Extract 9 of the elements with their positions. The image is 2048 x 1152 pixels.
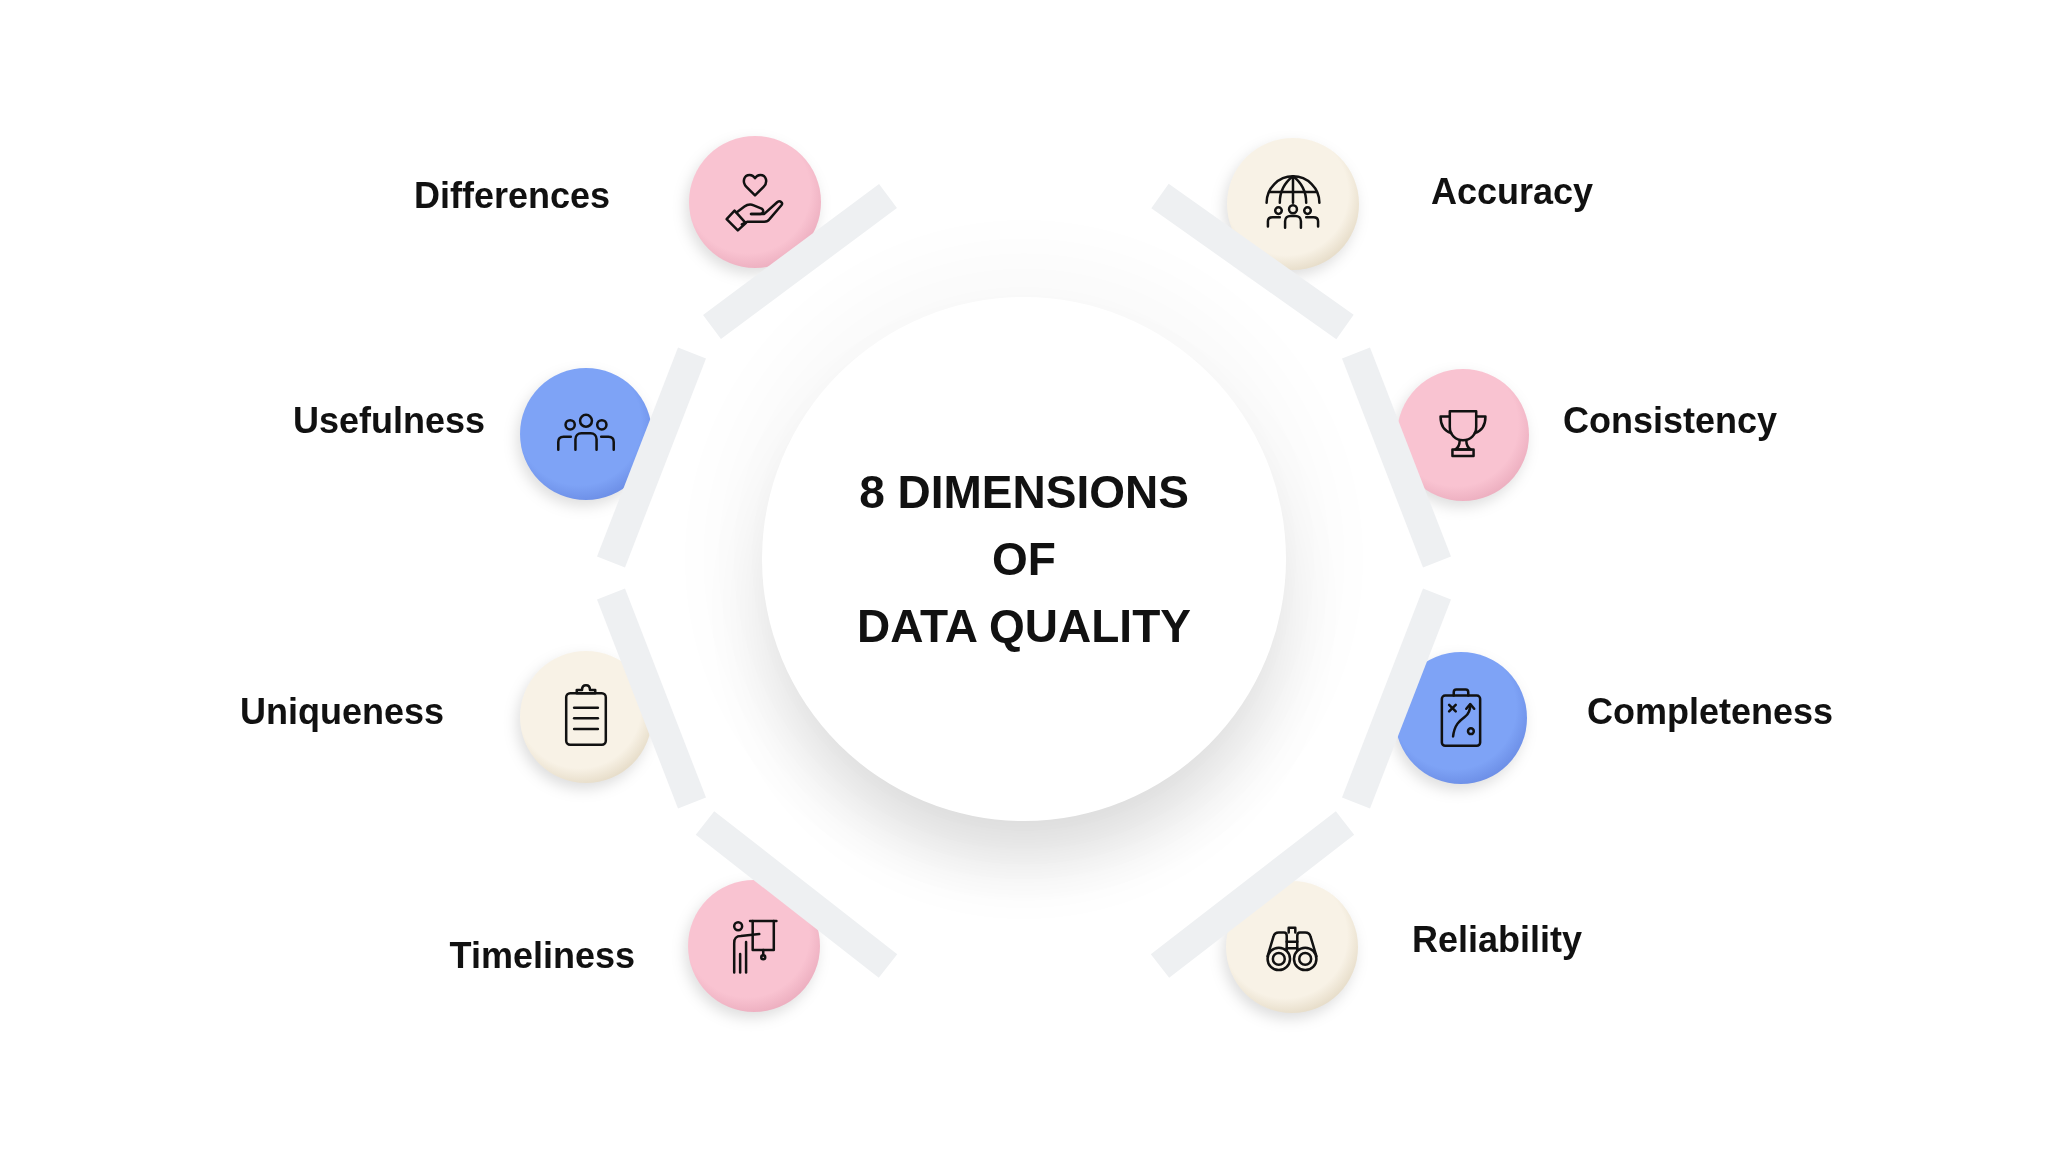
dimension-label: Consistency — [1563, 400, 1778, 442]
dimension-label: Reliability — [1412, 919, 1583, 961]
dimension-label: Differences — [413, 175, 610, 217]
dimension-label: Uniqueness — [239, 691, 444, 733]
dimension-label: Usefulness — [292, 400, 485, 442]
dimension-label: Accuracy — [1431, 171, 1594, 213]
dimension-label: Completeness — [1587, 691, 1834, 733]
dimension-label: Timeliness — [449, 935, 635, 977]
circle-title: 8 DIMENSIONS OF DATA QUALITY — [857, 464, 1191, 654]
